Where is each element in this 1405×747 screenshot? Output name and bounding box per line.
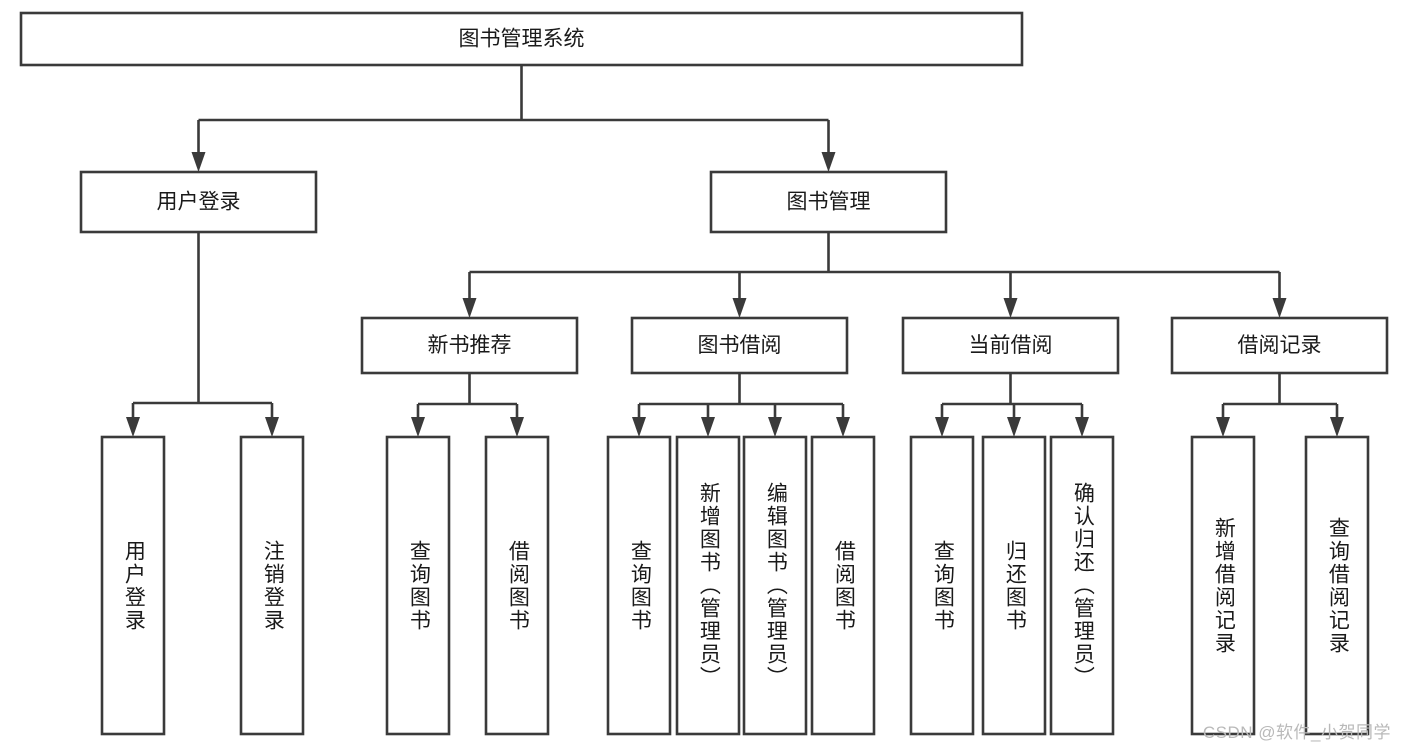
node-label-book-borrow: 图书借阅 — [698, 334, 782, 357]
node-box-leaf-borrow-book-1[interactable] — [484, 435, 550, 736]
arrow-down-icon-leaf-return-book — [1007, 417, 1021, 437]
arrow-down-icon-leaf-query-book-1 — [411, 417, 425, 437]
connectors-layer — [126, 65, 1344, 437]
arrow-down-icon-leaf-query-book-2 — [632, 417, 646, 437]
arrow-down-icon-leaf-user-login — [126, 417, 140, 437]
node-box-book-manage[interactable] — [709, 170, 948, 234]
node-label-user-login: 用户登录 — [157, 191, 241, 214]
node-box-borrow-record[interactable] — [1170, 316, 1389, 375]
arrow-down-icon-leaf-query-record — [1330, 417, 1344, 437]
arrow-down-icon-borrow-record — [1272, 298, 1287, 318]
node-box-leaf-query-book-3[interactable] — [909, 435, 975, 736]
arrow-down-icon-leaf-logout — [265, 417, 279, 437]
node-label-book-manage: 图书管理 — [787, 191, 871, 214]
boxes-layer — [19, 11, 1389, 736]
arrow-down-icon-leaf-borrow-book-1 — [510, 417, 524, 437]
node-box-new-book-rec[interactable] — [360, 316, 579, 375]
node-box-leaf-return-book[interactable] — [981, 435, 1047, 736]
node-box-leaf-query-book-2[interactable] — [606, 435, 672, 736]
node-box-leaf-confirm-return[interactable] — [1049, 435, 1115, 736]
arrow-down-icon-leaf-query-book-3 — [935, 417, 949, 437]
node-box-leaf-add-book[interactable] — [675, 435, 741, 736]
node-box-leaf-logout[interactable] — [239, 435, 305, 736]
node-box-leaf-user-login[interactable] — [100, 435, 166, 736]
node-box-root[interactable] — [19, 11, 1024, 67]
node-label-root: 图书管理系统 — [459, 28, 585, 51]
arrow-down-icon-leaf-add-book — [701, 417, 715, 437]
arrow-down-icon-book-manage — [821, 152, 836, 172]
node-box-book-borrow[interactable] — [630, 316, 849, 375]
arrow-down-icon-user-login — [191, 152, 206, 172]
node-box-user-login[interactable] — [79, 170, 318, 234]
node-label-current-borrow: 当前借阅 — [969, 334, 1053, 357]
arrow-down-icon-book-borrow — [732, 298, 747, 318]
node-label-borrow-record: 借阅记录 — [1238, 334, 1322, 357]
watermark-text: CSDN @软件_小贺同学 — [1202, 723, 1391, 742]
node-box-leaf-borrow-book-2[interactable] — [810, 435, 876, 736]
arrow-down-icon-new-book-rec — [462, 298, 477, 318]
node-box-leaf-add-record[interactable] — [1190, 435, 1256, 736]
arrow-down-icon-leaf-edit-book — [768, 417, 782, 437]
node-box-current-borrow[interactable] — [901, 316, 1120, 375]
node-box-leaf-query-record[interactable] — [1304, 435, 1370, 736]
node-box-leaf-query-book-1[interactable] — [385, 435, 451, 736]
node-label-new-book-rec: 新书推荐 — [428, 334, 512, 357]
node-box-leaf-edit-book[interactable] — [742, 435, 808, 736]
arrow-down-icon-leaf-confirm-return — [1075, 417, 1089, 437]
arrow-down-icon-leaf-borrow-book-2 — [836, 417, 850, 437]
arrow-down-icon-current-borrow — [1003, 298, 1018, 318]
arrow-down-icon-leaf-add-record — [1216, 417, 1230, 437]
